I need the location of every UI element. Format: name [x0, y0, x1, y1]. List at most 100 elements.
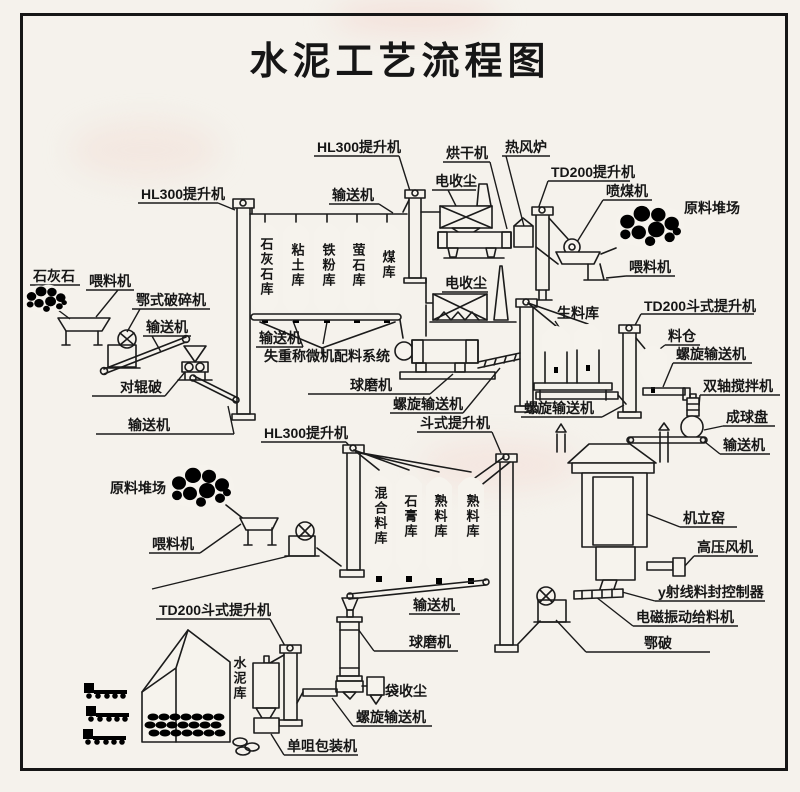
label-bucket-elevator: 斗式提升机 — [420, 415, 490, 431]
screw-conveyor-4 — [296, 688, 338, 704]
leader-bucket-elevator — [417, 431, 502, 454]
label-silo-clinker-1: 熟料库 — [433, 493, 448, 539]
hot-air-furnace — [513, 217, 534, 248]
label-feeder-2: 喂料机 — [629, 259, 671, 275]
hl300-elevator-3 — [339, 444, 472, 578]
screw-conveyor-1 — [477, 352, 521, 369]
page-border-frame — [20, 13, 788, 771]
leader-screw-1 — [390, 367, 501, 414]
leader-weighing — [322, 321, 328, 345]
raw-meal-silos — [533, 324, 613, 401]
label-silo-clay: 粘土库 — [290, 242, 306, 288]
ball-mill-2 — [335, 597, 364, 700]
leader-hl300-1 — [138, 202, 236, 211]
leader-ball-mill-2 — [357, 628, 458, 652]
label-conveyor-c: 输送机 — [332, 187, 374, 203]
label-coal-injector: 喷煤机 — [606, 183, 648, 199]
jaw-crusher-3 — [284, 521, 342, 567]
label-jaw-crusher: 鄂式破碎机 — [136, 292, 206, 308]
truck-1 — [84, 683, 127, 699]
leader-long-diagonal — [151, 555, 290, 590]
inclined-conveyor-1 — [99, 334, 191, 376]
label-weighing-system: 失重称微机配料系统 — [264, 348, 390, 364]
packing-silo — [252, 655, 280, 734]
leader-conveyor-b — [96, 405, 235, 435]
leader-ball-disc — [703, 425, 775, 431]
silo-collecting-conveyor — [250, 313, 404, 355]
label-kiln: 机立窑 — [683, 510, 725, 526]
silo-top-conveyor — [249, 213, 408, 223]
label-td200-bucket-2: TD200斗式提升机 — [159, 602, 271, 618]
leader-roller-crusher — [92, 371, 186, 397]
leader-td200-bucket-1 — [632, 313, 754, 330]
label-mixer: 双轴搅拌机 — [703, 378, 773, 394]
label-hl300-1: HL300提升机 — [141, 186, 225, 202]
label-raw-meal-silo: 生料库 — [557, 305, 599, 321]
leader-hl300-3 — [261, 441, 352, 449]
twin-shaft-mixer — [686, 393, 700, 417]
label-hl300-2: HL300提升机 — [317, 139, 401, 155]
jaw-crusher-2 — [517, 586, 571, 645]
leader-td200-bucket-2 — [156, 618, 286, 647]
leader-packer — [270, 733, 358, 756]
ball-mill-1 — [394, 304, 496, 380]
screw-conveyor-3 — [642, 387, 691, 401]
label-td200: TD200提升机 — [551, 164, 635, 180]
label-cement-silo: 水泥库 — [232, 655, 247, 701]
truck-2 — [86, 706, 129, 722]
feeder-3 — [225, 504, 279, 546]
leader-conveyor-c — [329, 203, 394, 214]
rotary-dryer — [437, 231, 512, 259]
roller-crusher — [177, 345, 213, 381]
label-ball-disc: 成球盘 — [726, 409, 768, 425]
label-leader-lines — [30, 155, 780, 756]
label-ball-mill-1: 球磨机 — [350, 377, 392, 393]
bucket-elevator-5 — [471, 453, 519, 653]
ball-forming-disc — [680, 415, 704, 439]
leader-em-feeder — [595, 596, 738, 627]
leader-screw-2 — [521, 404, 625, 418]
label-ball-mill-2: 球磨机 — [409, 634, 451, 650]
leader-jaw-crusher — [126, 308, 210, 333]
label-screw-3: 螺旋输送机 — [676, 346, 746, 362]
page-title: 水泥工艺流程图 — [249, 41, 551, 83]
label-yard-bottom: 原料堆场 — [110, 480, 166, 496]
label-silo-iron: 铁粉库 — [321, 242, 337, 288]
label-hot-air-furnace: 热风炉 — [505, 139, 547, 155]
leader-jaw-short — [555, 619, 710, 653]
label-td200-bucket-1: TD200斗式提升机 — [644, 298, 756, 314]
label-dryer: 烘干机 — [446, 145, 488, 161]
label-conveyor-b: 输送机 — [128, 417, 170, 433]
truck-3 — [83, 729, 126, 745]
leader-conveyor-e — [704, 441, 770, 455]
label-silo-gypsum: 石膏库 — [403, 494, 419, 539]
label-yard-top: 原料堆场 — [684, 200, 740, 216]
leader-screw-4 — [331, 697, 432, 727]
shaft-kiln — [555, 422, 670, 593]
bag-dust-collector — [361, 676, 385, 705]
feeder-1 — [57, 317, 111, 346]
label-screw-1: 螺旋输送机 — [393, 396, 463, 412]
td200-bucket-elevator-1 — [617, 324, 647, 419]
label-bin: 料仓 — [668, 328, 697, 344]
screw-conveyor-2 — [535, 391, 627, 405]
diagram-labels: 石灰石 喂料机 鄂式破碎机 输送机 对辊破 输送机 HL300提升机 输送机 H… — [32, 139, 773, 754]
label-silo-fluorite: 萤石库 — [351, 242, 367, 288]
hl300-elevator-2 — [402, 189, 427, 284]
hl300-elevator-1 — [231, 198, 256, 421]
label-feeder-1: 喂料机 — [89, 273, 131, 289]
label-silo-coal: 煤库 — [381, 249, 396, 280]
label-bag-dust: 袋收尘 — [384, 683, 427, 699]
label-screw-2: 螺旋输送机 — [524, 400, 594, 416]
leader-feeder-3 — [149, 523, 242, 554]
label-conveyor-e: 输送机 — [723, 437, 765, 453]
label-fan: 高压风机 — [697, 539, 753, 555]
label-edust-2: 电收尘 — [445, 275, 487, 291]
leader-screw-3 — [662, 362, 752, 388]
label-screw-4: 螺旋输送机 — [356, 709, 426, 725]
cement-bags — [232, 737, 260, 756]
td200-elevator — [531, 206, 569, 301]
limestone-pile — [23, 284, 70, 313]
